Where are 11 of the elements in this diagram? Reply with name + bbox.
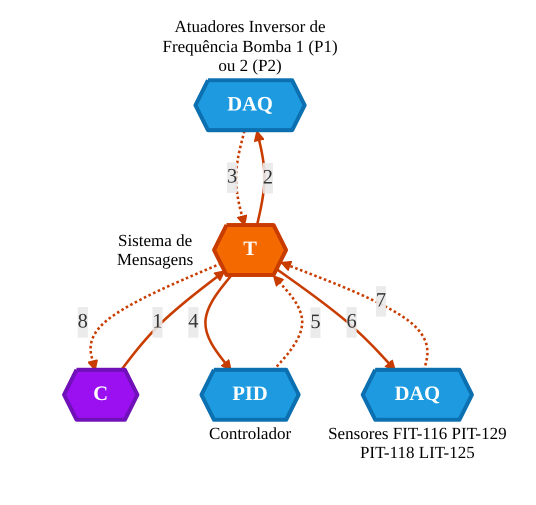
caption-text: Sensores FIT-116 PIT-129 PIT-118 LIT-125 — [327, 424, 508, 463]
edge-label: 2 — [262, 166, 273, 188]
edge-label: 1 — [152, 310, 163, 333]
edge-label: 5 — [310, 311, 321, 333]
edge-label: 4 — [188, 310, 198, 333]
edge-label: 7 — [376, 290, 386, 312]
edge-label: 8 — [78, 310, 88, 333]
edge-label: 3 — [227, 166, 238, 188]
caption-text: Atuadores Inversor de Frequência Bomba 1 (P1) ou 2 (P2) — [161, 17, 339, 76]
caption-text: Sistema de Mensagens — [116, 230, 194, 270]
edge-label: 6 — [346, 310, 357, 333]
